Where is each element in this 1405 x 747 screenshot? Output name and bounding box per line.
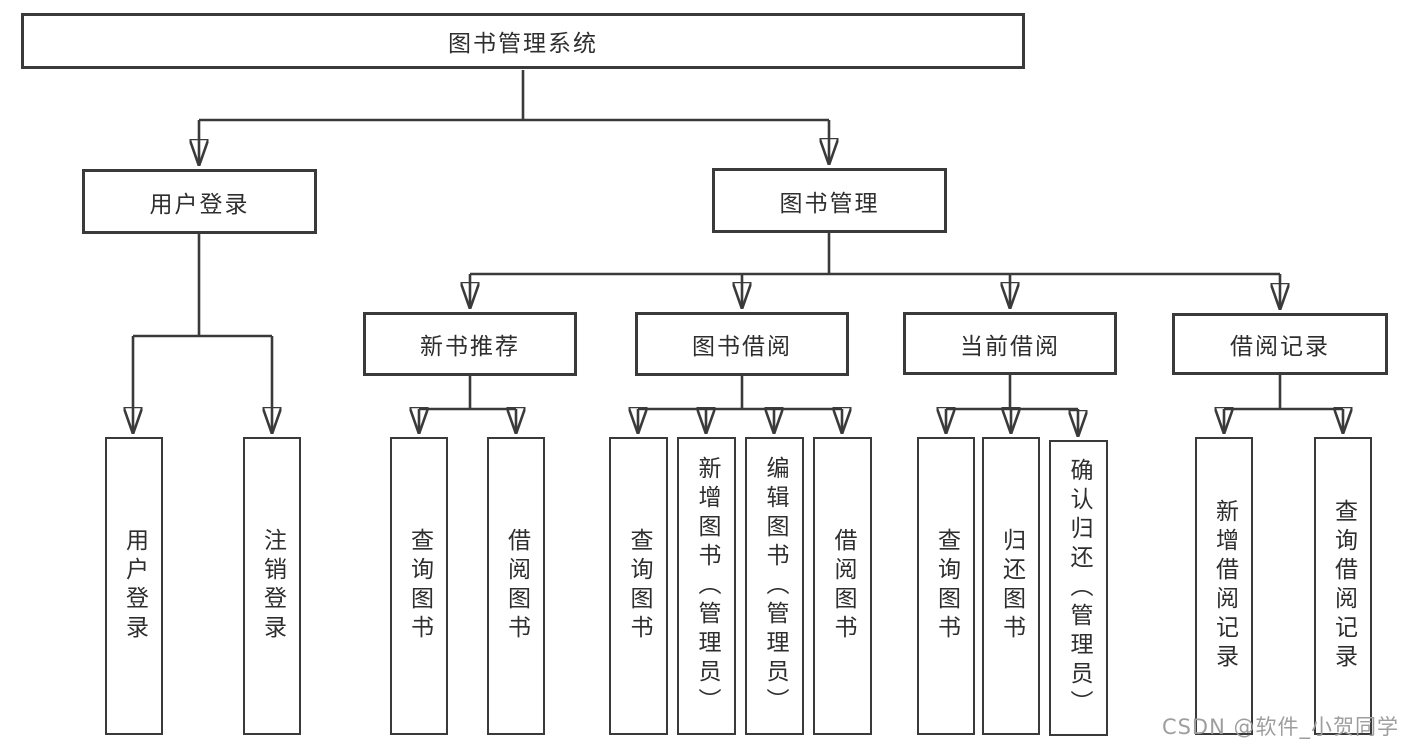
- leaf-current-confirm-return-admin: 确认归还（管理员）: [1049, 440, 1108, 736]
- leaf-record-add-borrow-record: 新增借阅记录: [1195, 437, 1253, 735]
- node-current-borrow: 当前借阅: [903, 312, 1117, 375]
- leaf-label: 注销登录: [259, 528, 286, 644]
- watermark: CSDN @软件_小贺同学: [1161, 715, 1399, 739]
- node-book-borrow: 图书借阅: [635, 312, 849, 376]
- leaf-borrow-query-books: 查询图书: [609, 437, 668, 735]
- leaf-borrow-borrow-books: 借阅图书: [813, 437, 872, 735]
- node-label: 借阅记录: [1230, 334, 1330, 360]
- leaf-label: 查询图书: [406, 528, 433, 644]
- leaf-current-query-books: 查询图书: [917, 437, 975, 735]
- leaf-label: 归还图书: [998, 528, 1025, 644]
- leaf-label: 查询图书: [933, 528, 960, 644]
- leaf-label: 查询图书: [626, 528, 652, 644]
- node-label: 用户登录: [149, 191, 250, 218]
- node-book-management: 图书管理: [712, 168, 947, 233]
- leaf-user-login: 用户登录: [105, 437, 163, 735]
- leaf-recommend-borrow-books: 借阅图书: [487, 437, 545, 735]
- node-label: 新书推荐: [420, 334, 520, 360]
- node-user-login: 用户登录: [82, 169, 317, 234]
- leaf-label: 借阅图书: [503, 528, 530, 644]
- leaf-label: 查询借阅记录: [1330, 499, 1357, 673]
- leaf-label: 编辑图书（管理员）: [762, 455, 788, 717]
- leaf-label: 用户登录: [121, 528, 148, 644]
- node-root: 图书管理系统: [21, 13, 1025, 69]
- leaf-label: 借阅图书: [830, 528, 856, 644]
- node-new-book-recommend: 新书推荐: [363, 312, 577, 376]
- leaf-record-query-borrow-record: 查询借阅记录: [1314, 437, 1372, 735]
- leaf-label: 新增图书（管理员）: [694, 455, 720, 717]
- leaf-borrow-add-books-admin: 新增图书（管理员）: [677, 437, 736, 735]
- node-label: 图书管理: [779, 190, 880, 217]
- node-label: 当前借阅: [960, 333, 1060, 360]
- leaf-borrow-edit-books-admin: 编辑图书（管理员）: [745, 437, 804, 735]
- leaf-current-return-books: 归还图书: [982, 437, 1040, 735]
- leaf-logout: 注销登录: [243, 437, 301, 735]
- node-label: 图书管理系统: [448, 31, 598, 57]
- leaf-label: 新增借阅记录: [1211, 499, 1238, 673]
- leaf-recommend-query-books: 查询图书: [390, 437, 448, 735]
- node-label: 图书借阅: [692, 334, 792, 360]
- leaf-label: 确认归还（管理员）: [1066, 457, 1092, 719]
- node-borrow-record: 借阅记录: [1172, 313, 1388, 375]
